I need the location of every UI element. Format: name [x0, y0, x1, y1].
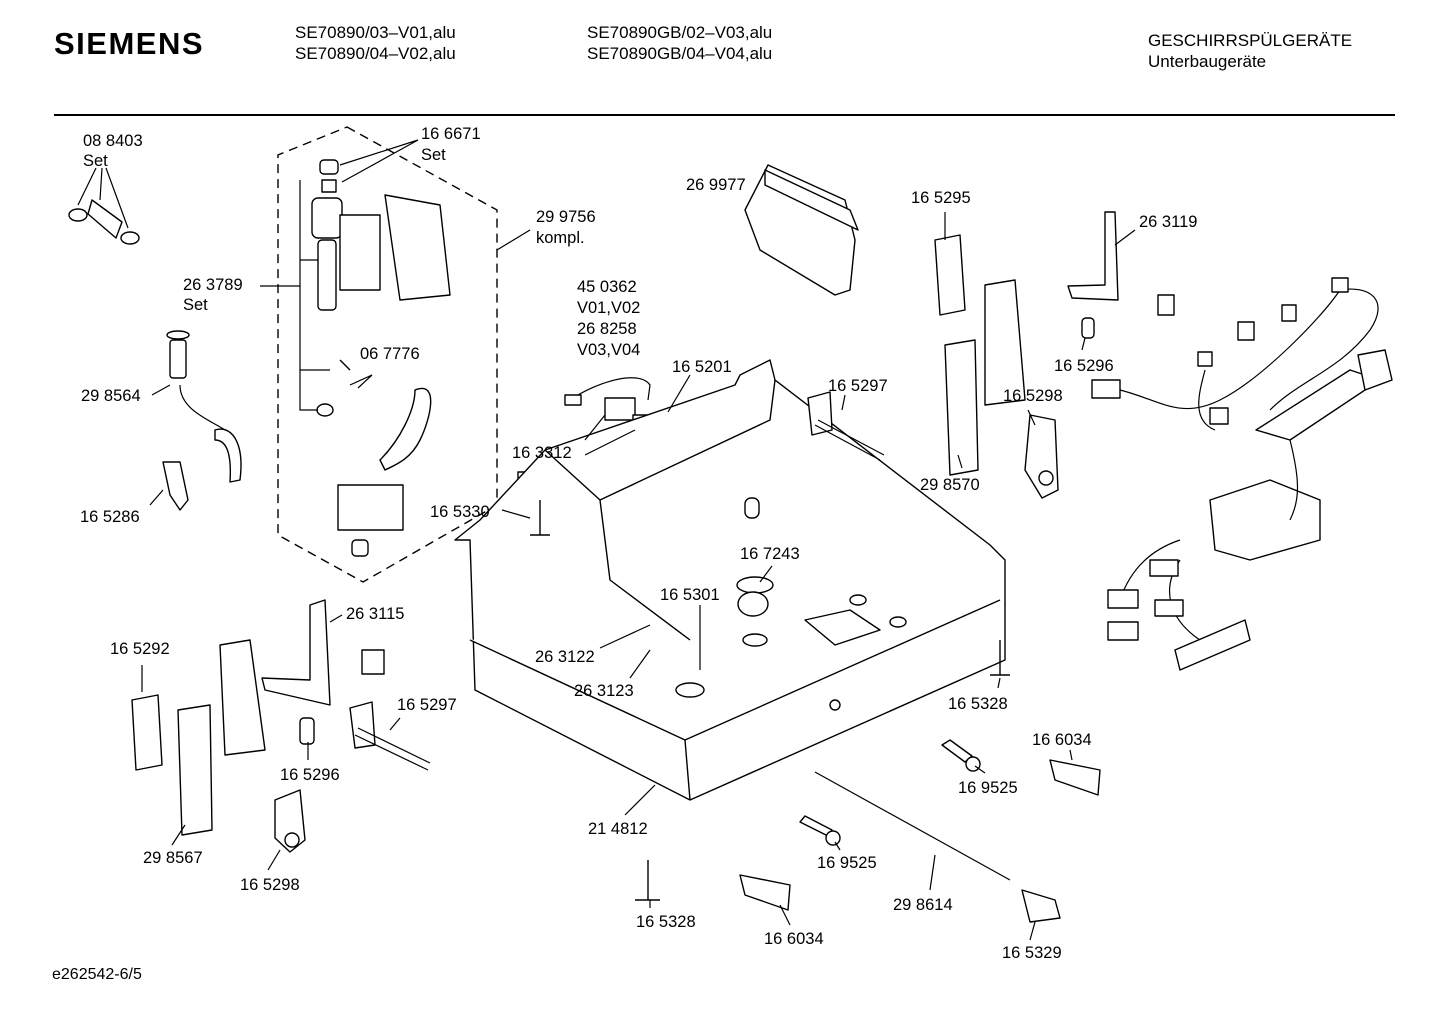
part-label: 26 3789: [183, 276, 243, 294]
hinge-bracket-left: [131, 599, 431, 853]
wiring-harness: [1091, 277, 1393, 671]
model-line-3: SE70890GB/02–V03,alu: [587, 23, 773, 42]
part-label: 26 8258: [577, 320, 637, 338]
part-label: 16 5298: [240, 876, 300, 894]
part-label: 45 0362: [577, 278, 637, 296]
part-label: 06 7776: [360, 345, 420, 363]
part-label: 26 9977: [686, 176, 746, 194]
leader-lines: [77, 139, 1136, 941]
part-label: 16 6671: [421, 125, 481, 143]
hinge-bracket-right: [934, 234, 1059, 499]
part-label: 26 3122: [535, 648, 595, 666]
subcategory-title: Unterbaugeräte: [1148, 52, 1267, 71]
part-label: 16 6034: [764, 930, 824, 948]
part-label: 16 3312: [512, 444, 572, 462]
part-label: 16 5297: [828, 377, 888, 395]
part-label: 16 9525: [958, 779, 1018, 797]
part-label: V01,V02: [577, 299, 640, 317]
model-line-1: SE70890/03–V01,alu: [295, 23, 456, 42]
part-label: 29 8567: [143, 849, 203, 867]
inlet-valve-assembly: [311, 159, 451, 557]
part-label: Set: [421, 146, 446, 164]
part-label: 16 5297: [397, 696, 457, 714]
part-label: 29 8570: [920, 476, 980, 494]
part-label: 26 3123: [574, 682, 634, 700]
category-title: GESCHIRRSPÜLGERÄTE: [1148, 31, 1353, 50]
hose-clamp-set: [68, 199, 140, 245]
part-label: 16 7243: [740, 545, 800, 563]
part-label: Set: [83, 152, 108, 170]
part-label: 26 3119: [1139, 213, 1197, 231]
control-module: [744, 164, 859, 296]
part-label: 16 5330: [430, 503, 490, 521]
clip-part: [162, 461, 189, 511]
spring-hinge-right: [807, 391, 885, 461]
drawing-code: e262542-6/5: [52, 966, 142, 983]
part-label: V03,V04: [577, 341, 640, 359]
part-label: 16 5301: [660, 586, 720, 604]
part-label: 16 5292: [110, 640, 170, 658]
part-label: 16 5328: [948, 695, 1008, 713]
part-label: 08 8403: [83, 132, 143, 150]
part-label: 16 5328: [636, 913, 696, 931]
fasteners: [530, 500, 1101, 923]
part-label: 16 5296: [1054, 357, 1114, 375]
part-label: 16 5298: [1003, 387, 1063, 405]
part-label: 29 9756: [536, 208, 596, 226]
part-label: 29 8564: [81, 387, 141, 405]
header-divider: [54, 114, 1395, 116]
part-label: 16 9525: [817, 854, 877, 872]
part-label: kompl.: [536, 229, 585, 247]
part-label: 16 5295: [911, 189, 971, 207]
part-label: 29 8614: [893, 896, 953, 914]
model-line-2: SE70890/04–V02,alu: [295, 44, 456, 63]
part-label: Set: [183, 296, 208, 314]
part-label: 21 4812: [588, 820, 648, 838]
model-line-4: SE70890GB/04–V04,alu: [587, 44, 773, 63]
part-label: 26 3115: [346, 605, 404, 623]
part-label: 16 5329: [1002, 944, 1062, 962]
bracket-right-upper: [1067, 211, 1175, 339]
part-label: 16 5201: [672, 358, 732, 376]
part-label: 16 5286: [80, 508, 140, 526]
part-label: 16 6034: [1032, 731, 1092, 749]
brand-logo: SIEMENS: [54, 26, 205, 61]
drain-hose: [166, 330, 242, 483]
assembly-boundary: [277, 126, 498, 583]
base-tub: [454, 359, 1006, 801]
part-label: 16 5296: [280, 766, 340, 784]
